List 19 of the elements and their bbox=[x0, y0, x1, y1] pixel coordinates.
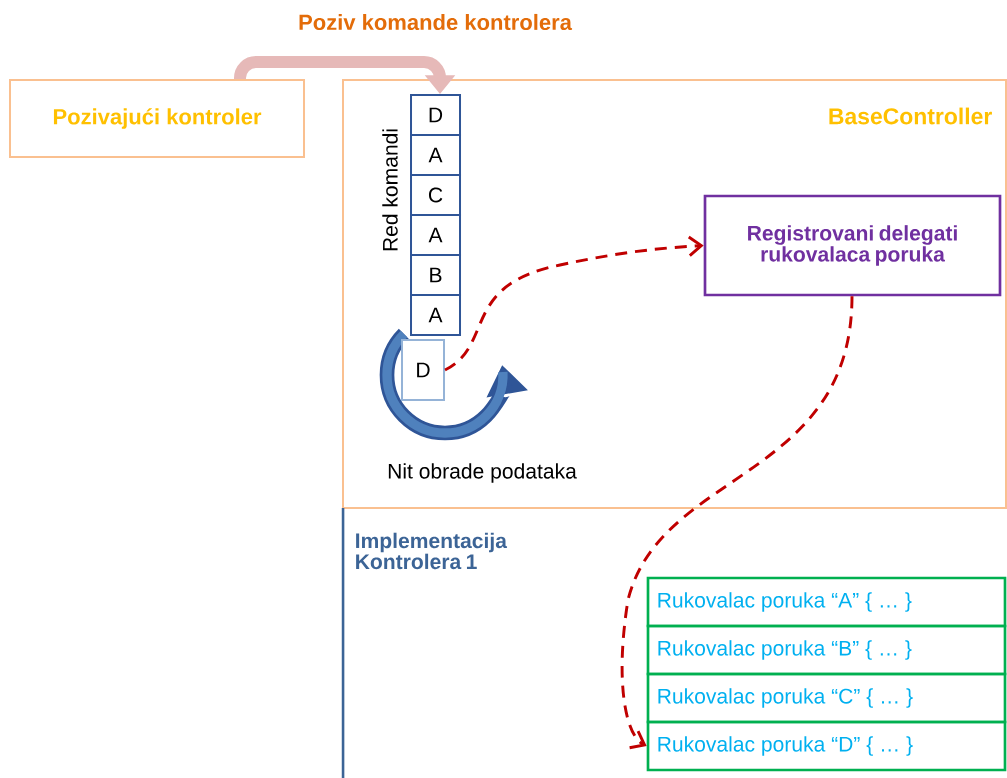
caller-box: Pozivajući kontroler bbox=[9, 79, 305, 158]
thread-label: Nit obrade podataka bbox=[388, 463, 577, 483]
handler-row: Rukovalac poruka “D” { … } bbox=[646, 720, 1007, 772]
queue-cell: D bbox=[410, 94, 461, 136]
queue-cell: C bbox=[410, 174, 461, 216]
handler-row: Rukovalac poruka “C” { … } bbox=[646, 672, 1007, 724]
command-box: D bbox=[401, 339, 445, 401]
queue-cell: B bbox=[410, 254, 461, 296]
queue-cell: A bbox=[410, 294, 461, 336]
arrow bbox=[620, 296, 854, 750]
implementation-region: Implementacija Kontrolera 1 bbox=[341, 508, 508, 778]
queue-cell: A bbox=[410, 134, 461, 176]
delegate-box: Registrovani delegati rukovalaca poruka bbox=[703, 194, 1002, 297]
edge-label: Poziv komande kontrolera bbox=[299, 13, 573, 31]
queue-label: Red komandi bbox=[382, 129, 398, 251]
arrow bbox=[444, 235, 704, 372]
handler-row: Rukovalac poruka “B” { … } bbox=[646, 624, 1007, 676]
handler-row: Rukovalac poruka “A” { … } bbox=[646, 576, 1007, 628]
queue-cell: A bbox=[410, 214, 461, 256]
